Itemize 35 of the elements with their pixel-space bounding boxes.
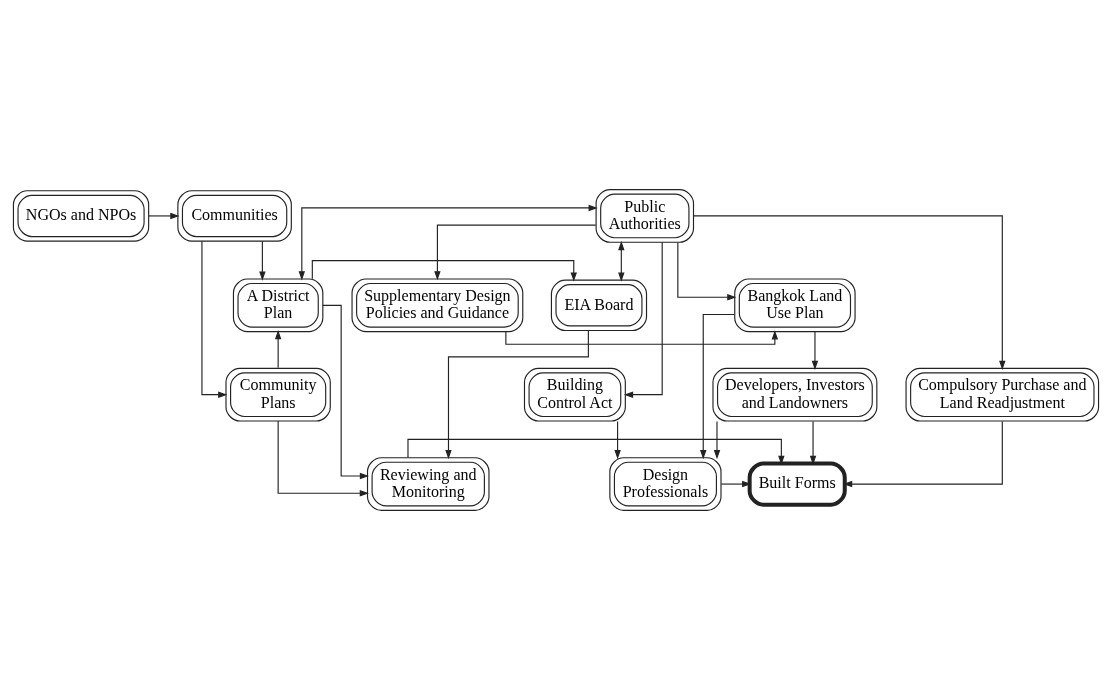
arrow [201,240,228,398]
arrow [811,331,819,370]
arrow [298,204,598,280]
arrow [445,329,589,459]
arrow [277,420,369,496]
node-box: Building Control Act [523,367,626,422]
arrow [407,438,785,465]
node-box: NGOs and NPOs [12,189,150,242]
arrow [259,240,266,281]
arrow [311,259,577,282]
arrow [618,240,625,282]
node-box: Public Authorities [595,188,695,243]
node-box: Community Plans [225,367,331,422]
arrow [148,212,180,219]
arrow [809,420,817,465]
node-box: Communities [177,189,292,242]
arrow [693,214,1006,370]
arrow [322,304,370,479]
arrow [677,241,737,300]
node-box: EIA Board [550,279,648,331]
node-box: A District Plan [232,277,324,332]
arrow [614,420,621,459]
node-box: Developers, Investors and Landowners [712,367,878,422]
node-box: Bangkok Land Use Plan [734,277,856,332]
arrow [274,329,282,368]
arrow [700,313,735,459]
node-box: Reviewing and Monitoring [366,456,490,511]
arrow [623,241,663,398]
node-box: Built Forms [747,460,847,507]
node-box: Design Professionals [609,456,722,511]
arrow [843,420,1003,487]
arrow [713,420,721,459]
node-box: Supplementary Design Policies and Guidance [351,277,524,332]
arrow [434,224,597,280]
node-box: Compulsory Purchase and Land Readjustment [905,367,1100,422]
